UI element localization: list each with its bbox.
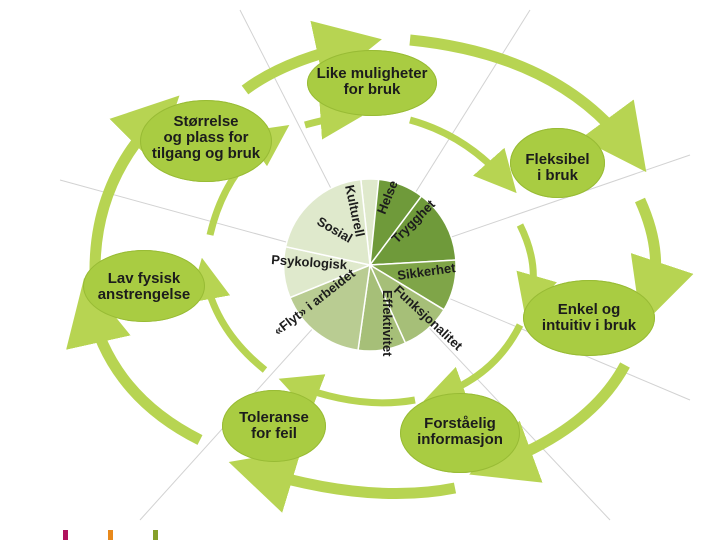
- principle-label-size-space: Størrelse og plass for tilgang og bruk: [151, 113, 261, 162]
- pie-sector-flyt: [289, 263, 371, 352]
- principle-label-error-tolerance: Toleranse for feil: [239, 409, 309, 442]
- principle-node-perceptible-info: [400, 393, 520, 473]
- label-psykologisk: Psykologisk: [271, 252, 348, 272]
- principle-label-simple-intuitive: Enkel og intuitiv i bruk: [541, 301, 637, 334]
- principle-node-error-tolerance: [222, 390, 326, 462]
- pie-sector-sosial: [284, 178, 371, 266]
- outer-arrow-4: [228, 449, 457, 513]
- center-pie: [282, 178, 457, 352]
- brand-bar-orange: [108, 530, 113, 540]
- inner-arrow-2: [516, 223, 557, 317]
- principle-label-low-effort: Lav fysisk anstrengelse: [97, 270, 191, 303]
- inner-arrow-1: [409, 116, 517, 194]
- outer-arrow-1: [409, 34, 647, 173]
- outer-arrow-7: [241, 20, 382, 95]
- principle-node-equal-use: [307, 50, 437, 116]
- principle-label-flexible: Fleksibel i bruk: [525, 151, 590, 184]
- inner-arrow-7: [304, 97, 363, 140]
- outer-arrow-2: [630, 197, 694, 327]
- inner-arrow-5: [188, 257, 268, 373]
- principle-node-flexible: [510, 128, 605, 198]
- brand-bar-green: [153, 530, 158, 540]
- principle-node-low-effort: [83, 250, 205, 322]
- pie-sector-trygghet: [368, 195, 457, 266]
- principle-node-simple-intuitive: [523, 280, 655, 356]
- inner-arrow-4: [278, 374, 416, 414]
- outer-arrow-5: [66, 278, 203, 445]
- outer-arrow-3: [469, 362, 630, 483]
- principle-label-equal-use: Like muligheter for bruk: [316, 65, 428, 98]
- brand-bar-magenta: [63, 530, 68, 540]
- label-effektivitet: Effektivitet: [380, 290, 395, 357]
- inner-arrow-3: [423, 323, 524, 407]
- principle-label-perceptible-info: Forståelig informasjon: [417, 415, 503, 448]
- principle-node-size-space: [140, 100, 272, 182]
